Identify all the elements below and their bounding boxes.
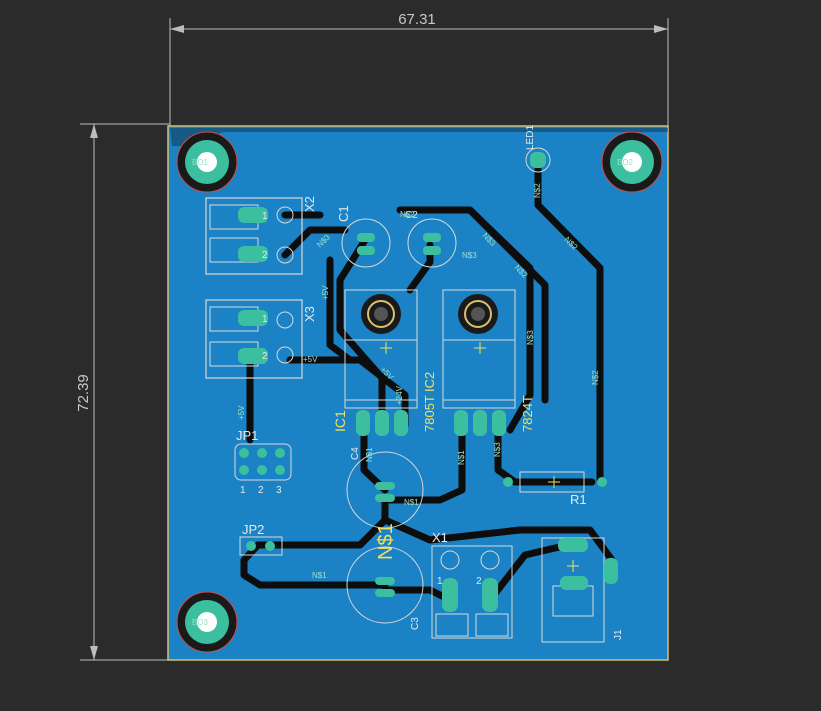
pin-label: 1	[437, 576, 443, 587]
net-label: N$3	[462, 251, 477, 260]
net-label: N$1	[312, 571, 327, 580]
mount-hole-label: BO2	[617, 158, 634, 167]
pin-label: 2	[262, 351, 268, 362]
net-label: +5V	[321, 285, 330, 300]
net-label: N$2	[591, 370, 600, 385]
x1-label: X1	[432, 530, 448, 545]
pin-label: 3	[276, 485, 282, 496]
jumper-jp2: JP2	[239, 522, 283, 556]
connector-x3: 1 2 X3	[205, 299, 317, 379]
copper-traces	[240, 156, 616, 604]
jumper-jp1: JP1 1 2 3	[234, 428, 292, 496]
regulator-ic2: IC2 7824T	[422, 289, 535, 436]
ic1-value: 7805T	[422, 395, 437, 432]
ic2-value: 7824T	[520, 395, 535, 432]
net-label: N$3	[493, 442, 502, 457]
net-label: N$1	[457, 450, 466, 465]
capacitor-c1: C1	[336, 205, 391, 268]
regulator-ic1: IC1 7805T	[332, 289, 437, 436]
dimension-width	[169, 18, 669, 128]
height-dimension-label: 72.39	[75, 374, 92, 412]
ns1-value: N$1	[375, 523, 397, 560]
net-label: N$3	[526, 330, 535, 345]
jack-j1: J1	[541, 537, 624, 643]
x3-label: X3	[302, 306, 317, 322]
capacitor-c4: C4	[346, 447, 424, 529]
ic1-label: IC1	[332, 410, 348, 432]
pin-label: 1	[240, 485, 246, 496]
mount-hole-label: BO3	[192, 618, 209, 627]
net-label: +24V	[395, 385, 404, 405]
led-led1: LED1	[525, 125, 551, 173]
net-label: +5V	[237, 405, 246, 420]
pin-label: 1	[262, 211, 268, 222]
c2-label: C2	[405, 210, 418, 221]
board-clearance	[170, 128, 668, 146]
net-label: N$1	[365, 447, 374, 462]
capacitor-c3: C3	[346, 546, 424, 630]
jp2-label: JP2	[242, 522, 264, 537]
resistor-r1: R1	[503, 471, 607, 507]
jp1-label: JP1	[236, 428, 258, 443]
r1-label: R1	[570, 492, 587, 507]
dimension-height	[80, 123, 170, 661]
mount-hole-bo1: BO1	[176, 131, 238, 193]
led1-label: LED1	[525, 125, 536, 150]
pin-label: 1	[262, 314, 268, 325]
net-label: N$2	[400, 210, 415, 219]
pin-label: 2	[258, 485, 264, 496]
net-label: +5V	[303, 355, 318, 364]
x2-label: X2	[302, 196, 317, 212]
mount-hole-label: BO1	[192, 158, 209, 167]
c1-label: C1	[336, 205, 351, 222]
capacitor-c2: C2	[405, 210, 457, 268]
ic2-label: IC2	[422, 372, 437, 392]
pin-label: 2	[476, 576, 482, 587]
j1-label: J1	[613, 629, 624, 640]
net-label: N$1	[404, 498, 419, 507]
connector-x1: X1 1 2	[431, 530, 513, 639]
board-outline	[167, 125, 669, 661]
width-dimension-label: 67.31	[398, 11, 436, 28]
mount-hole-bo2: BO2	[601, 131, 663, 193]
c3-label: C3	[410, 617, 421, 630]
c4-label: C4	[350, 447, 361, 460]
pin-label: 2	[262, 250, 268, 261]
connector-x2: 1 2 X2	[205, 196, 317, 275]
net-label: N$2	[533, 183, 542, 198]
origin-crosses	[380, 342, 579, 572]
mount-hole-bo3: BO3	[176, 591, 238, 653]
